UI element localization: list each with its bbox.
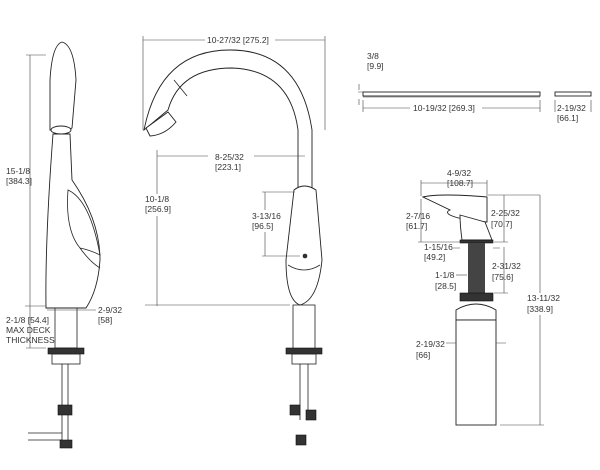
- soap-overall-height-label: 13-11/32: [527, 293, 560, 303]
- shank-diameter-mm-label: [28.5]: [435, 281, 456, 291]
- spout-reach-label: 8-25/32: [215, 152, 244, 162]
- shank-length-mm-label: [75.6]: [492, 272, 513, 282]
- pump-reach-mm-label: [108.7]: [447, 178, 473, 188]
- spout-reach-mm-label: [223.1]: [215, 162, 241, 172]
- head-height-label: 2-25/32: [491, 208, 520, 218]
- faucet-side-view: [28, 41, 101, 449]
- faucet-height-mm-label: [384.3]: [6, 176, 32, 186]
- deck-plate: [362, 91, 592, 98]
- head-height-mm-label: [70.7]: [491, 219, 512, 229]
- soap-overall-height-mm-label: [338.9]: [527, 304, 553, 314]
- overall-reach-label: 10-27/32 [275.2]: [207, 35, 269, 45]
- shank-diameter-label: 1-1/8: [435, 270, 455, 280]
- deck-label-line2: THICKNESS: [6, 335, 55, 345]
- plate-thickness-label: 3/8: [367, 51, 379, 61]
- deck-thickness-label: 2-1/8 [54.4]: [6, 315, 49, 325]
- bottle-diameter-mm-label: [66]: [416, 350, 430, 360]
- soap-base-diameter-label: 1-15/16: [424, 242, 453, 252]
- soap-base-diameter-mm-label: [49.2]: [424, 252, 445, 262]
- plate-width-label: 2-19/32: [557, 103, 586, 113]
- soap-dispenser: [421, 194, 497, 426]
- base-diameter-label: 2-9/32: [98, 305, 122, 315]
- deck-label-line1: MAX DECK: [6, 325, 51, 335]
- bottle-diameter-label: 2-19/32: [416, 339, 445, 349]
- base-diameter-mm-label: [58]: [98, 315, 112, 325]
- handle-height-mm-label: [96.5]: [252, 221, 273, 231]
- plate-thickness-mm-label: [9.9]: [367, 61, 384, 71]
- faucet-height-label: 15-1/8: [6, 166, 30, 176]
- faucet-front-view: [143, 49, 323, 446]
- shank-length-label: 2-31/32: [492, 261, 521, 271]
- plate-length-label: 10-19/32 [269.3]: [413, 103, 475, 113]
- handle-height-label: 3-13/16: [252, 211, 281, 221]
- pump-height-mm-label: [61.7]: [406, 221, 427, 231]
- spout-clearance-mm-label: [256.9]: [145, 204, 171, 214]
- spout-clearance-label: 10-1/8: [145, 194, 169, 204]
- plate-width-mm-label: [66.1]: [557, 113, 578, 123]
- pump-height-label: 2-7/16: [406, 211, 430, 221]
- pump-reach-label: 4-9/32: [447, 168, 471, 178]
